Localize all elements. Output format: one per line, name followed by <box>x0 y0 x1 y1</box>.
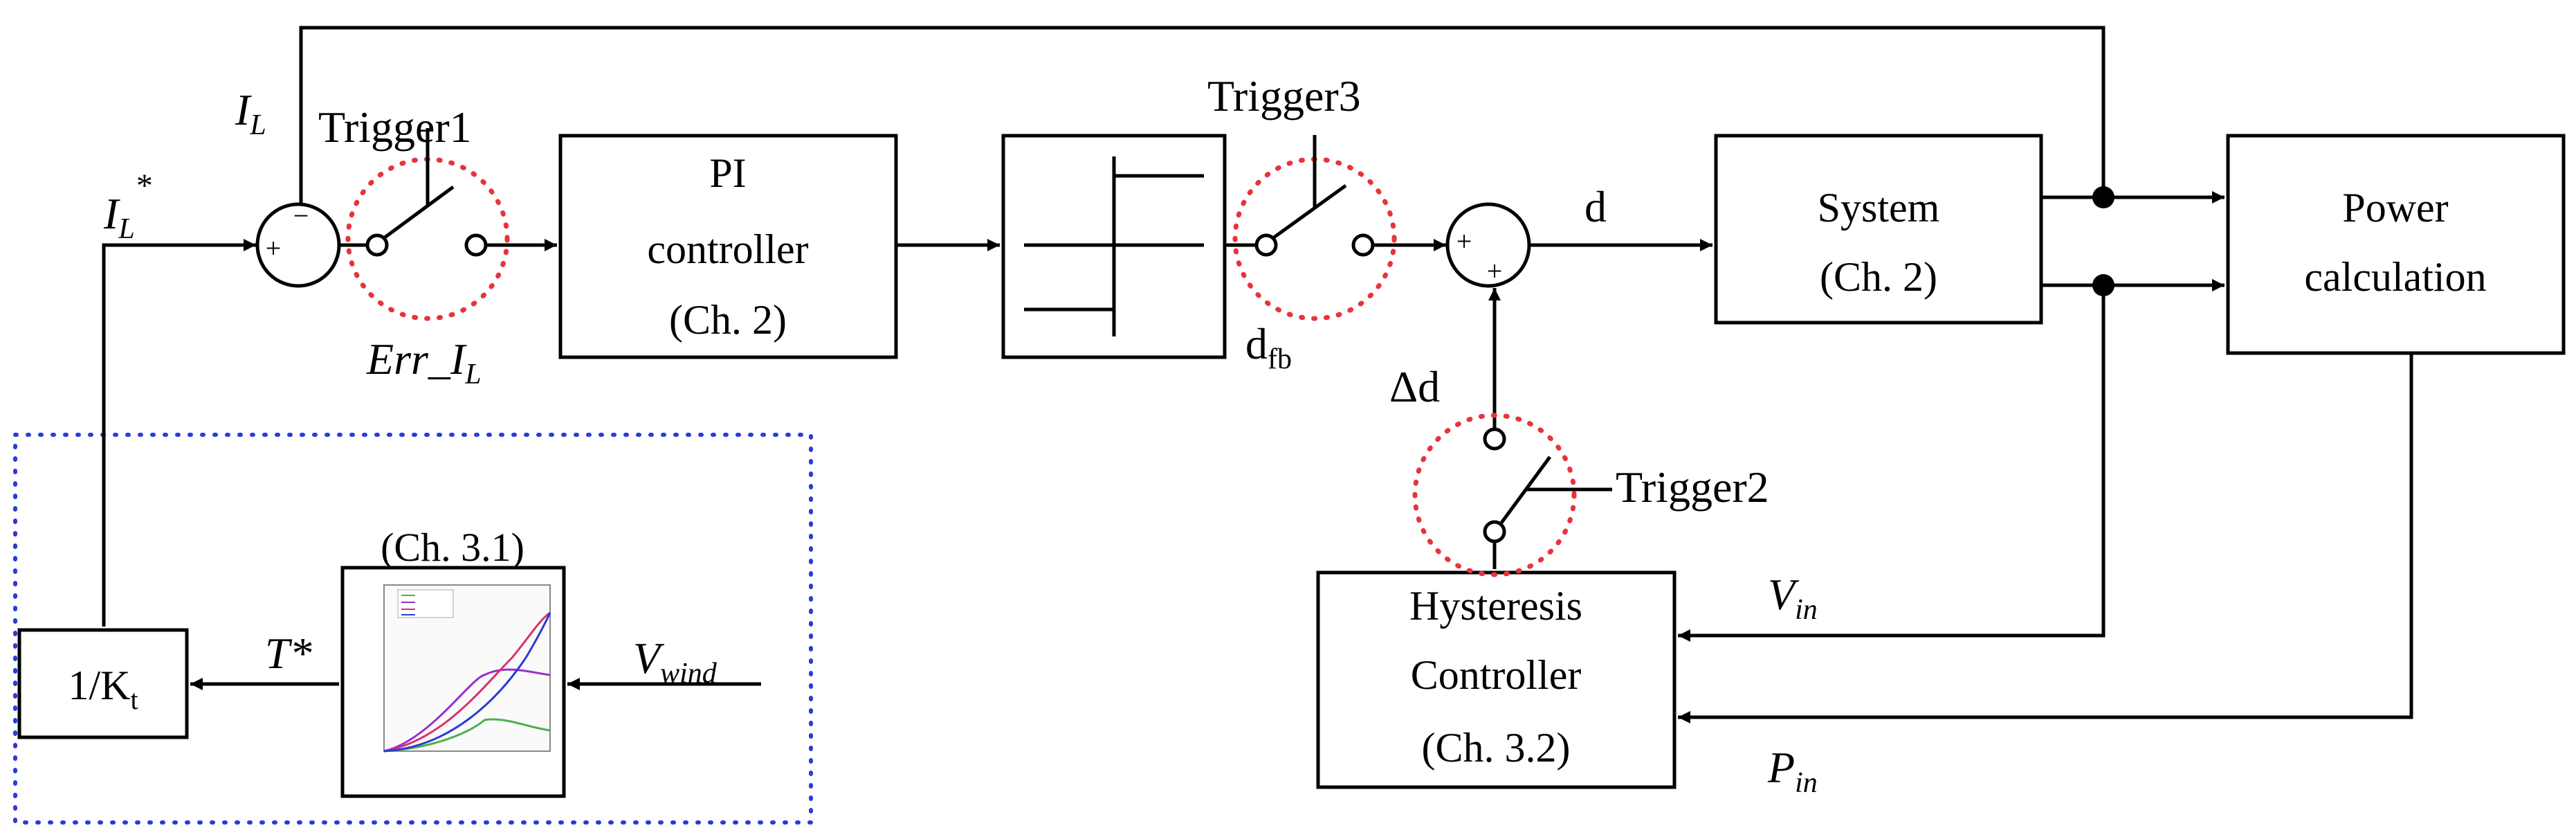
system-label-line1: System <box>1818 185 1940 231</box>
svg-text:+: + <box>1456 226 1472 257</box>
duty-summing-junction: + + <box>1445 202 1531 288</box>
mppt-lookup-block: (Ch. 3.1) <box>340 525 566 798</box>
current-error-label: Err_IL <box>366 334 482 390</box>
inverse-kt-label: 1/Kt <box>68 663 138 715</box>
hysteresis-label-line2: Controller <box>1411 652 1582 698</box>
power-calculation-block: Power calculation <box>2226 134 2566 355</box>
duty-label: d <box>1584 182 1607 231</box>
signal-wires <box>102 26 2413 723</box>
il-reference-label: IL* <box>103 168 152 245</box>
system-label-line2: (Ch. 2) <box>1820 254 1937 300</box>
torque-reference-label: T* <box>265 629 312 678</box>
inverse-kt-block: 1/Kt <box>17 628 189 739</box>
pi-controller-block: PI controller (Ch. 2) <box>558 134 898 359</box>
pi-label-line1: PI <box>709 150 746 196</box>
saturation-block <box>1001 134 1227 359</box>
svg-text:+: + <box>1487 255 1503 287</box>
pi-label-line3: (Ch. 2) <box>669 297 787 343</box>
vwind-label: Vwind <box>633 633 718 690</box>
hysteresis-controller-block: Hysteresis Controller (Ch. 3.2) <box>1316 570 1677 789</box>
switch-trigger1 <box>345 128 510 321</box>
switch-trigger3 <box>1232 135 1397 321</box>
switch-trigger2 <box>1412 413 1612 577</box>
power-label-line1: Power <box>2342 185 2448 231</box>
hysteresis-label-line1: Hysteresis <box>1409 583 1582 629</box>
dfb-label: dfb <box>1245 319 1292 375</box>
error-summing-junction: + − <box>255 200 341 288</box>
system-block: System (Ch. 2) <box>1714 134 2043 325</box>
trigger2-label: Trigger2 <box>1616 462 1769 512</box>
il-feedback-label: IL <box>235 85 266 141</box>
trigger1-label: Trigger1 <box>318 102 472 152</box>
pi-label-line2: controller <box>647 226 808 272</box>
reference-region-border <box>13 433 813 825</box>
lookup-caption: (Ch. 3.1) <box>381 525 524 570</box>
delta-d-label: Δd <box>1389 362 1440 411</box>
vin-label: Vin <box>1768 570 1818 626</box>
svg-text:+: + <box>266 233 282 264</box>
power-label-line2: calculation <box>2304 254 2486 300</box>
trigger3-label: Trigger3 <box>1207 71 1361 120</box>
pin-label: Pin <box>1767 743 1818 799</box>
hysteresis-label-line3: (Ch. 3.2) <box>1422 725 1571 771</box>
svg-text:−: − <box>293 200 309 231</box>
